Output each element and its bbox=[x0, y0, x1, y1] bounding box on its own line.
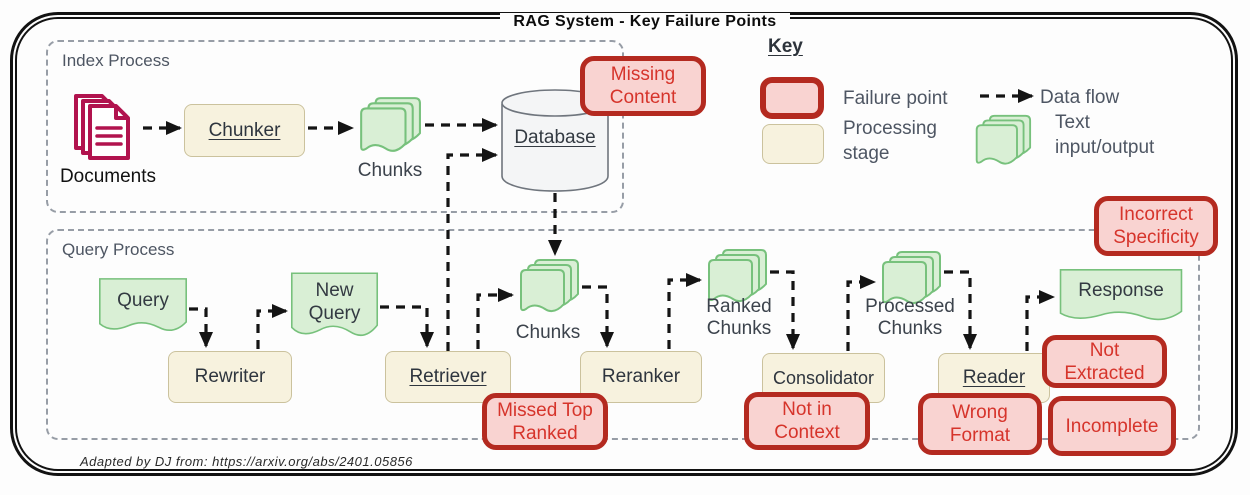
legend-stage-swatch bbox=[762, 124, 824, 164]
new-query-label: New Query bbox=[308, 280, 361, 324]
documents-icon bbox=[72, 94, 142, 166]
legend-text-io-icon bbox=[972, 112, 1032, 172]
legend-dataflow-label: Data flow bbox=[1040, 87, 1120, 108]
chunker-node[interactable]: Chunker bbox=[184, 104, 305, 157]
failure-wrong-format: Wrong Format bbox=[918, 393, 1042, 455]
chunks-query-label: Chunks bbox=[515, 322, 581, 343]
new-query-doc: New Query bbox=[290, 271, 379, 341]
index-process-label: Index Process bbox=[62, 51, 170, 70]
ranked-chunks-label: Ranked Chunks bbox=[706, 296, 772, 339]
ranked-chunks-icon bbox=[704, 248, 768, 308]
chunks-index-icon bbox=[356, 96, 422, 158]
failure-incorrect-specificity: Incorrect Specificity bbox=[1094, 196, 1218, 256]
legend-failure-label: Failure point bbox=[843, 88, 948, 109]
failure-missing-content: Missing Content bbox=[580, 56, 706, 116]
database-label: Database bbox=[514, 127, 596, 148]
failure-not-in-context: Not in Context bbox=[744, 392, 870, 450]
database-node[interactable]: Database bbox=[500, 88, 610, 192]
legend-text-io-label: Text input/output bbox=[1055, 112, 1155, 158]
chunks-index-label: Chunks bbox=[357, 160, 423, 181]
failure-incomplete: Incomplete bbox=[1048, 396, 1176, 456]
processed-chunks-icon bbox=[878, 250, 942, 310]
index-process-panel: Index Process bbox=[46, 40, 624, 213]
query-label: Query bbox=[117, 290, 169, 311]
reranker-node: Reranker bbox=[580, 351, 702, 403]
query-doc: Query bbox=[98, 277, 188, 335]
key-heading: Key bbox=[768, 36, 803, 57]
chunks-query-icon bbox=[516, 258, 580, 318]
documents-label: Documents bbox=[59, 166, 157, 187]
diagram-title: RAG System - Key Failure Points bbox=[500, 13, 790, 31]
processed-chunks-label: Processed Chunks bbox=[865, 296, 955, 339]
query-process-label: Query Process bbox=[62, 240, 175, 259]
query-process-panel: Query Process bbox=[46, 229, 1200, 440]
legend-stage-label: Processing stage bbox=[843, 118, 937, 164]
response-label: Response bbox=[1078, 280, 1164, 301]
rewriter-node: Rewriter bbox=[168, 351, 292, 403]
attribution-text: Adapted by DJ from: https://arxiv.org/ab… bbox=[80, 454, 413, 469]
legend-failure-swatch bbox=[760, 77, 824, 119]
failure-not-extracted: Not Extracted bbox=[1042, 335, 1167, 388]
response-doc: Response bbox=[1058, 268, 1184, 324]
failure-missed-top-ranked: Missed Top Ranked bbox=[482, 393, 608, 450]
